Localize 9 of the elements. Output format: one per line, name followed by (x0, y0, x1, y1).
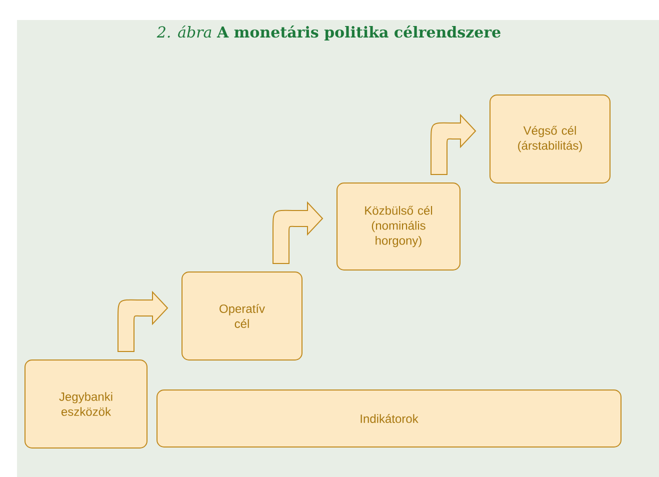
text-box: Végső cél (árstabilitás) (490, 94, 610, 184)
text-box: Jegybanki eszközök (24, 360, 148, 448)
text-box: Operatív cél (182, 272, 302, 360)
bent-arrow (118, 292, 168, 352)
text-box: Közbülső cél (nominális horgony) (336, 182, 460, 270)
bent-arrow (430, 114, 476, 175)
text-box: Indikátorok (156, 390, 622, 448)
bent-arrow (272, 202, 323, 264)
figure-title: 2. ábra A monetáris politika célrendszere (156, 25, 500, 41)
